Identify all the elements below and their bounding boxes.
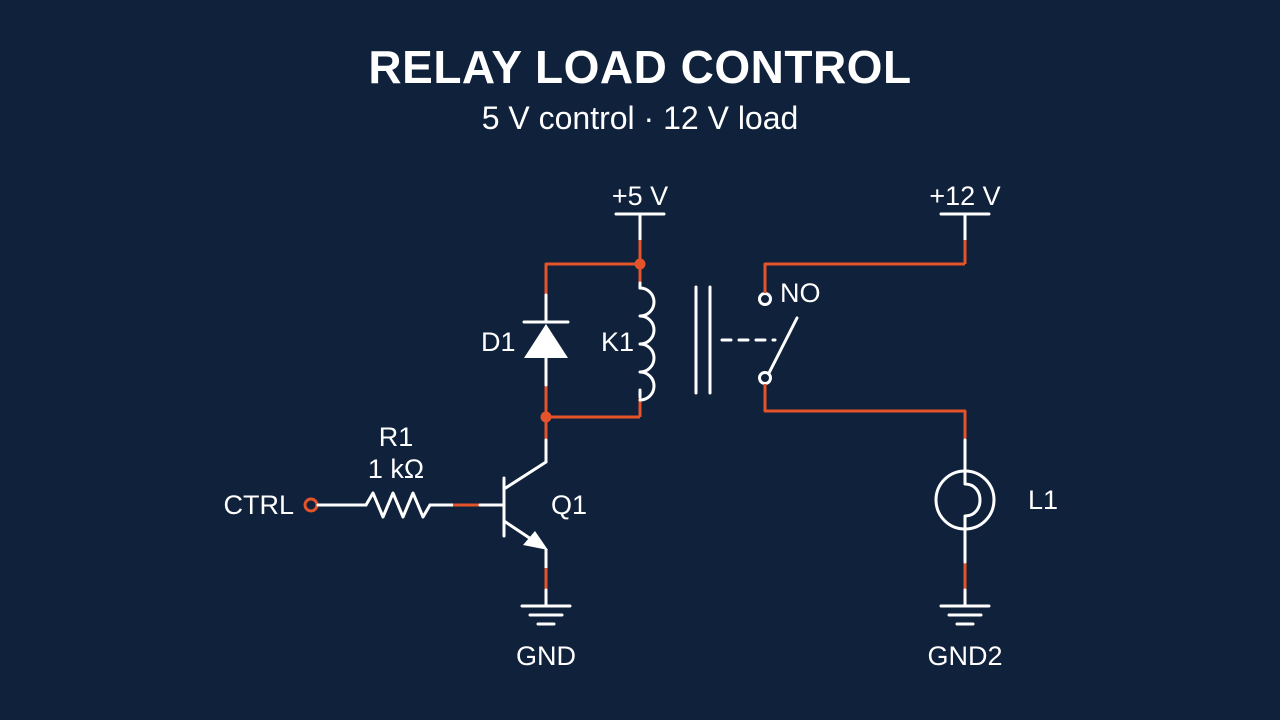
- junction-dot: [540, 411, 552, 423]
- transistor-q1: [478, 438, 548, 570]
- diagram-title: RELAY LOAD CONTROL: [368, 41, 912, 93]
- lamp-l1: [934, 438, 996, 564]
- transistor-q1-label: Q1: [551, 490, 587, 520]
- vcc-12v-symbol: [939, 212, 991, 242]
- diode-d1-label: D1: [481, 327, 516, 357]
- ground-2-symbol: [939, 588, 991, 626]
- resistor-r1-label: R1: [379, 422, 414, 452]
- ground-symbol: [520, 588, 572, 626]
- diode-d1: [522, 293, 570, 387]
- ground-label: GND: [516, 641, 576, 671]
- resistor-r1-value: 1 kΩ: [368, 454, 424, 484]
- relay-coil-k1: [638, 281, 777, 402]
- ctrl-label: CTRL: [223, 490, 294, 520]
- load-wiring: [763, 240, 967, 590]
- vcc-5v-label: +5 V: [612, 181, 668, 211]
- vcc-5v-symbol: [614, 212, 666, 242]
- relay-coil-k1-label: K1: [601, 327, 634, 357]
- resistor-r1: [316, 491, 455, 519]
- contact-no-label: NO: [780, 278, 821, 308]
- ctrl-terminal: [303, 497, 319, 513]
- diagram-subtitle: 5 V control · 12 V load: [481, 100, 799, 136]
- vcc-12v-label: +12 V: [929, 181, 1000, 211]
- ground-2-label: GND2: [927, 641, 1002, 671]
- relay-contact-no: [758, 292, 799, 385]
- lamp-l1-label: L1: [1028, 485, 1058, 515]
- junction-dot: [634, 258, 646, 270]
